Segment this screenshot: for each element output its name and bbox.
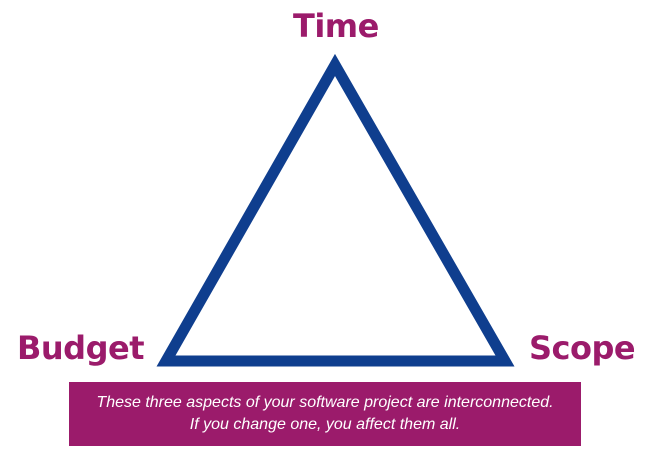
label-budget: Budget — [17, 329, 144, 367]
caption-line-1: These three aspects of your software pro… — [96, 394, 554, 411]
caption-box: These three aspects of your software pro… — [69, 382, 581, 446]
label-time: Time — [293, 7, 379, 45]
label-scope: Scope — [529, 329, 636, 367]
caption-line-2: If you change one, you affect them all. — [189, 416, 461, 433]
